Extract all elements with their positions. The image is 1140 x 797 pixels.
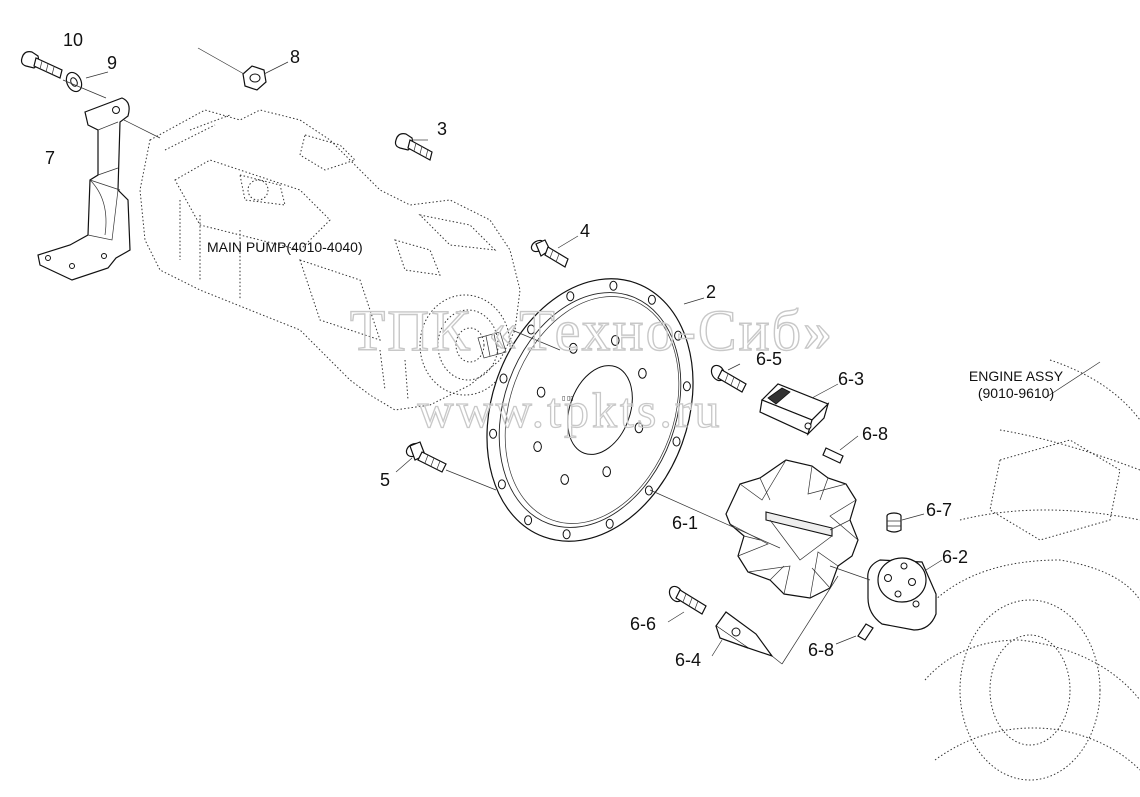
plate-outer-hole <box>674 330 683 341</box>
callout-8: 8 <box>290 47 300 67</box>
hub-part-6-2 <box>867 557 937 631</box>
leader-lines <box>62 47 1101 665</box>
bolt-part-10 <box>20 51 63 79</box>
plate-inner-hole <box>602 466 612 478</box>
main-pump-outline <box>139 109 521 411</box>
plate-outer-hole <box>605 518 614 529</box>
callout-10: 10 <box>63 30 83 50</box>
callout-2: 2 <box>706 282 716 302</box>
callout-6-6: 6-6 <box>630 614 656 634</box>
bolt-part-6-6 <box>668 585 707 615</box>
bolt-part-4 <box>530 239 569 268</box>
plate-inner-hole <box>634 422 644 434</box>
callout-6-1: 6-1 <box>672 513 698 533</box>
rubber-element-part-6-1 <box>725 459 859 599</box>
set-screw-part-6-7 <box>886 512 902 533</box>
plate-outer-hole <box>497 479 506 490</box>
watermark-company: ТПК «Техно-Сиб» <box>350 298 834 363</box>
callout-6-4: 6-4 <box>675 650 701 670</box>
watermark-url: www.tpkts.ru <box>418 382 723 438</box>
bolt-part-6-5 <box>710 364 747 393</box>
plate-inner-hole <box>533 441 542 453</box>
plate-outer-hole <box>644 485 653 496</box>
plate-outer-hole <box>527 324 536 335</box>
plate-inner-hole <box>560 474 570 485</box>
plate-outer-hole <box>562 529 571 540</box>
plate-outer-hole <box>566 291 575 302</box>
bolt-part-5 <box>405 441 447 473</box>
clamp-part-6-3 <box>759 383 830 437</box>
callout-4: 4 <box>580 221 590 241</box>
plate-outer-hole <box>524 515 533 526</box>
plate-outer-hole <box>672 436 681 447</box>
callout-6-8-upper: 6-8 <box>862 424 888 444</box>
plate-outer-hole <box>499 373 508 384</box>
callout-6-5: 6-5 <box>756 349 782 369</box>
washer-part-9 <box>65 71 83 93</box>
plate-inner-hole <box>638 368 647 379</box>
plate-outer-hole <box>647 294 656 305</box>
callout-5: 5 <box>380 470 390 490</box>
plate-outer-hole <box>489 428 498 439</box>
callout-6-2: 6-2 <box>942 547 968 567</box>
bracket-part-7 <box>37 97 131 281</box>
plate-outer-hole <box>682 381 691 392</box>
engine-assy-label: ENGINE ASSY <box>969 368 1064 384</box>
pin-part-6-8-upper <box>822 447 844 464</box>
wedge-part-6-4 <box>715 611 774 658</box>
plate-inner-hole <box>611 335 620 346</box>
engine-assy-outline <box>924 359 1140 781</box>
engine-assy-range: (9010-9610) <box>978 385 1054 401</box>
pin-part-6-8-lower <box>857 623 874 641</box>
callout-3: 3 <box>437 119 447 139</box>
plate-inner-hole <box>536 386 546 398</box>
callout-6-3: 6-3 <box>838 369 864 389</box>
callout-6-8-lower: 6-8 <box>808 640 834 660</box>
coupling-plate-part-2: ▯ ▯▯ <box>486 278 694 542</box>
bolt-part-3 <box>394 133 433 161</box>
watermark: ТПК «Техно-Сиб» www.tpkts.ru <box>349 297 834 438</box>
svg-text:▯ ▯▯: ▯ ▯▯ <box>562 396 574 402</box>
nut-part-8 <box>242 65 267 91</box>
callout-7: 7 <box>45 148 55 168</box>
plate-outer-hole <box>609 280 618 291</box>
callout-6-7: 6-7 <box>926 500 952 520</box>
plate-inner-hole <box>569 342 578 354</box>
callout-9: 9 <box>107 53 117 73</box>
main-pump-label: MAIN PUMP(4010-4040) <box>207 239 363 255</box>
